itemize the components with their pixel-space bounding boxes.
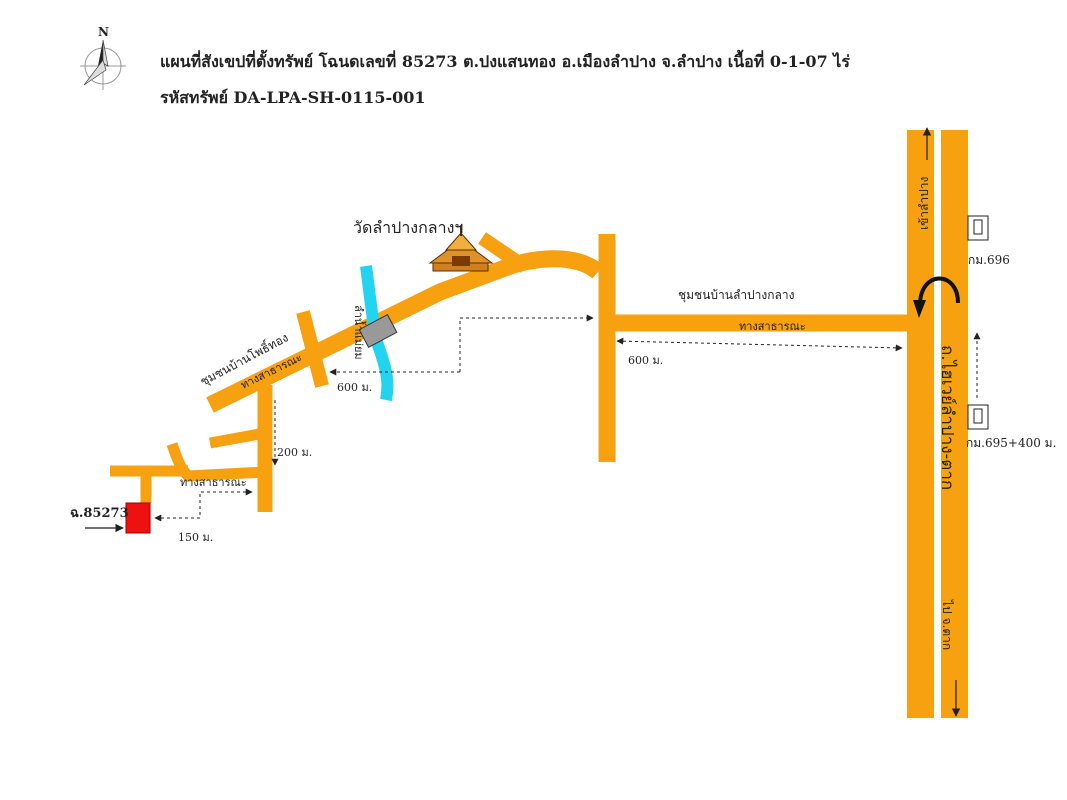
highway-lane-left — [907, 130, 934, 718]
road-main — [206, 250, 604, 413]
road-pho-thong — [296, 310, 329, 388]
compass-north-label: N — [98, 25, 109, 39]
distance-200: 200 ม. — [277, 446, 312, 459]
river — [360, 265, 394, 402]
river-label: ลำน้ำแม่ยม — [352, 305, 367, 360]
temple-label: วัดลำปางกลางฯ — [353, 218, 463, 237]
public-road-bottom-label: ทางสาธารณะ — [180, 476, 247, 489]
highway-name: ถ.ไฮเวย์ลำปาง-ตาก — [937, 345, 958, 490]
highway-lane-right — [941, 130, 968, 718]
distance-600-left: 600 ม. — [337, 381, 372, 394]
distance-150: 150 ม. — [178, 531, 213, 544]
to-tak-label: ไป จ.ตาก — [940, 599, 954, 650]
u-turn-icon — [918, 276, 960, 306]
property-marker[interactable] — [125, 502, 151, 534]
compass-icon: N — [80, 25, 126, 90]
map-title: แผนที่สังเขปที่ตั้งทรัพย์ โฉนดเลขที่ 852… — [160, 52, 850, 71]
km-696-label: กม.696 — [968, 253, 1010, 267]
distance-line-600-right — [616, 337, 903, 352]
to-lampang-label: เข้าลำปาง — [917, 177, 931, 230]
property-label: ฉ.85273 — [70, 506, 129, 521]
km-post-icon — [967, 215, 989, 241]
road-branch-temple — [478, 232, 529, 273]
km-695-label: กม.695+400 ม. — [966, 436, 1056, 450]
temple-icon — [428, 226, 494, 272]
public-road-main-label: ทางสาธารณะ — [739, 320, 806, 333]
community-lampang-klang-label: ชุมชนบ้านลำปางกลาง — [678, 288, 794, 303]
bridge-icon — [358, 313, 398, 349]
distance-line-600-left — [459, 314, 594, 372]
asset-code: รหัสทรัพย์ DA-LPA-SH-0115-001 — [160, 88, 426, 107]
distance-600-right: 600 ม. — [628, 354, 663, 367]
distance-line-150 — [154, 488, 253, 522]
road-spur — [209, 427, 266, 449]
km-post-icon — [967, 404, 989, 430]
